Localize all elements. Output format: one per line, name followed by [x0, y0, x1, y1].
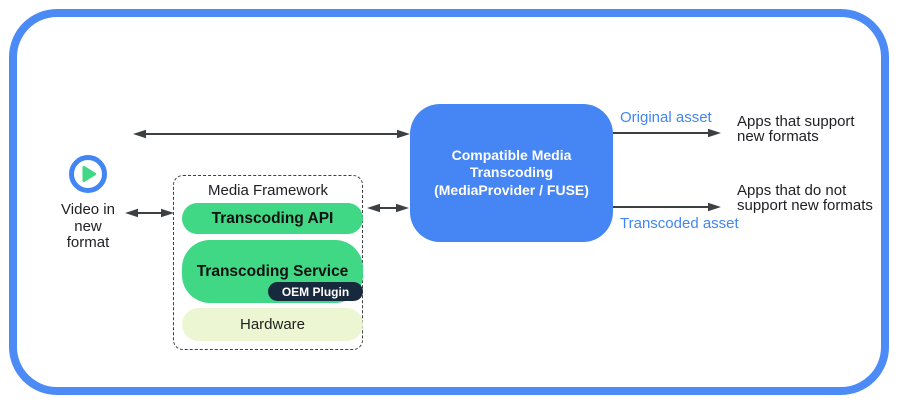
hardware-label: Hardware [239, 316, 306, 333]
media-framework-title: Media Framework [207, 182, 329, 199]
transcoding-api-label: Transcoding API [211, 209, 334, 227]
oem-plugin-pill: OEM Plugin [268, 282, 363, 301]
transcoding-service-pill: Transcoding Service OEM Plugin [182, 240, 363, 303]
transcoded-asset-label: Transcoded asset [620, 215, 739, 232]
transcoding-api-pill: Transcoding API [182, 203, 363, 234]
compatible-media-transcoding-box: Compatible Media Transcoding (MediaProvi… [410, 104, 613, 242]
oem-plugin-label: OEM Plugin [281, 284, 350, 299]
apps-do-not-support-new-formats-label: Apps that do not support new formats [737, 182, 873, 214]
outer-frame [9, 9, 889, 395]
apps-support-new-formats-label: Apps that support new formats [737, 113, 855, 145]
source-label: Video in new format [61, 201, 115, 251]
original-asset-label: Original asset [620, 109, 712, 126]
media-framework-box: Media Framework Transcoding API Transcod… [173, 175, 363, 350]
play-icon [69, 155, 107, 193]
compatible-media-transcoding-label: Compatible Media Transcoding (MediaProvi… [434, 146, 589, 198]
hardware-pill: Hardware [182, 308, 363, 341]
play-icon-triangle [82, 166, 96, 182]
transcoding-service-label: Transcoding Service [196, 262, 349, 280]
